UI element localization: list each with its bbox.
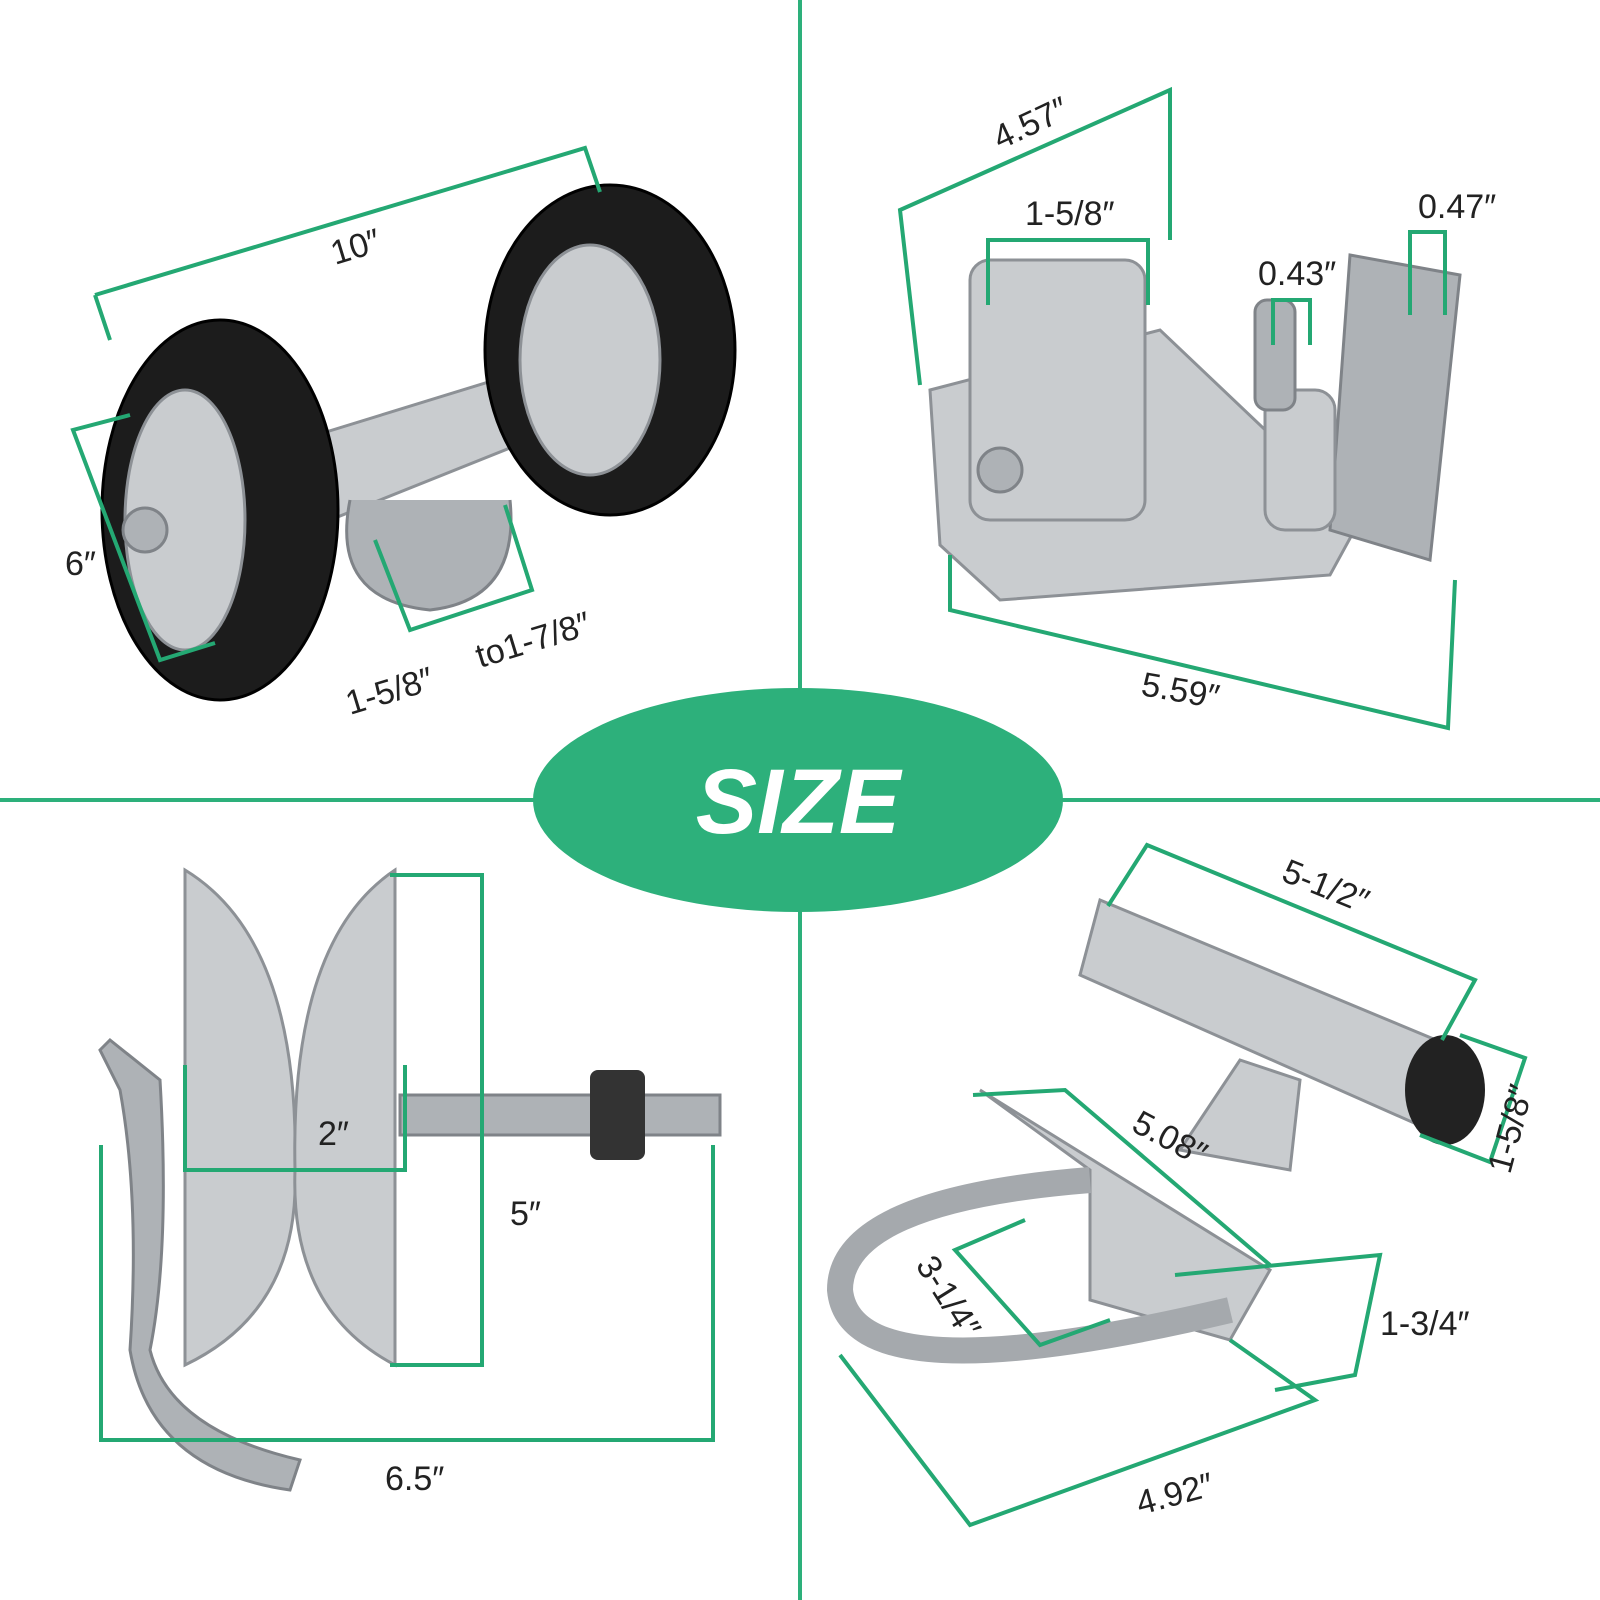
arm-length-label: 5.08″ (1126, 1104, 1213, 1174)
wheel-carrier-product (100, 183, 737, 702)
dimension-line (1271, 298, 1312, 345)
hinge-clamp-label: 1-5/8″ (1025, 195, 1115, 233)
dimension-line (838, 1338, 1320, 1528)
roller-length-label: 6.5″ (385, 1460, 444, 1498)
dimension-line (1174, 1252, 1383, 1392)
dimension-line (986, 238, 1150, 305)
dimension-line (972, 1087, 1272, 1267)
size-badge (533, 688, 1063, 912)
size-title: SIZE (696, 751, 903, 853)
dimension-line (1408, 230, 1447, 315)
dimension-line (94, 145, 602, 297)
groove-label: 2″ (318, 1115, 349, 1153)
dimension-line (897, 86, 1172, 386)
guide-base-label: 4.92″ (1132, 1466, 1217, 1523)
ubolt-label: 3-1/4″ (908, 1249, 988, 1345)
hinge-width-label: 4.57″ (987, 90, 1074, 157)
latch-guide-product (826, 897, 1485, 1364)
dimension-line (390, 873, 484, 1367)
slot-label: 0.47″ (1418, 188, 1496, 226)
bracket-label: 1-3/4″ (1380, 1305, 1470, 1343)
roller-product (98, 867, 722, 1492)
dimension-line (1419, 1033, 1528, 1165)
dimension-line (70, 413, 216, 663)
guide-length-label: 5-1/2″ (1277, 852, 1374, 921)
tube-diameter-label: 1-5/8″ (1481, 1081, 1541, 1177)
length-label: 10″ (326, 222, 385, 273)
dimension-line (99, 1145, 715, 1442)
dimension-line (373, 504, 535, 633)
dimension-line (948, 555, 1457, 731)
dimension-line (951, 1218, 1111, 1348)
pin-label: 0.43″ (1258, 255, 1336, 293)
wheel-size-label: 6″ (65, 545, 96, 583)
clamp-max-label: to1-7/8″ (471, 605, 595, 676)
roller-height-label: 5″ (510, 1195, 541, 1233)
gate-hinge-product (928, 253, 1462, 602)
dimension-line (1106, 842, 1478, 1041)
clamp-min-label: 1-5/8″ (341, 660, 438, 723)
dimension-line (183, 1065, 407, 1172)
